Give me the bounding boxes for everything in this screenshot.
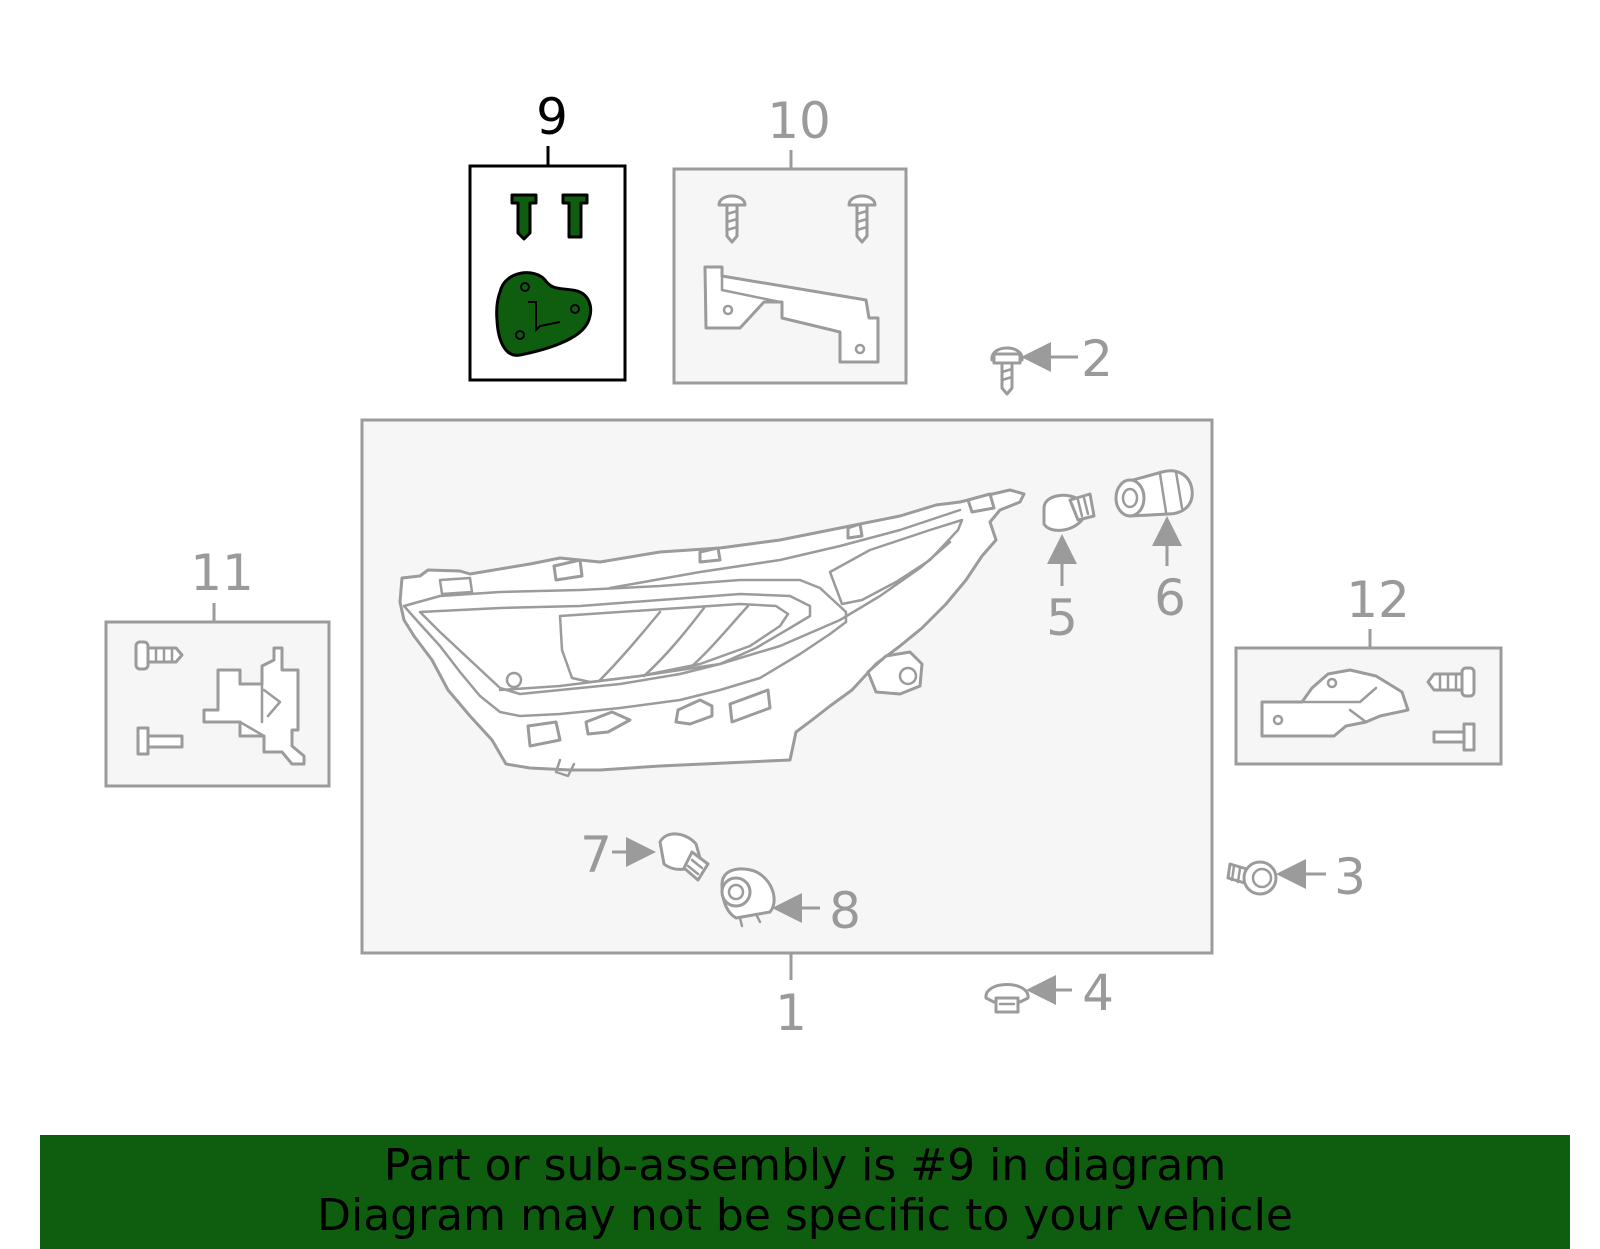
bolt-icon: [984, 983, 1030, 1014]
callout-7[interactable]: 7: [580, 826, 612, 884]
callout-3[interactable]: 3: [1334, 848, 1366, 906]
screw-icon: [990, 346, 1024, 396]
banner-line-2: Diagram may not be specific to your vehi…: [317, 1190, 1293, 1241]
part-3-group[interactable]: 3: [1226, 848, 1366, 906]
screw-icon: [717, 194, 747, 244]
part-10-group[interactable]: 10: [672, 92, 908, 385]
bulb-icon: [658, 832, 710, 882]
bolt-hole-icon: [520, 282, 530, 292]
clip-icon: [510, 193, 538, 241]
bulb-icon: [1042, 492, 1096, 532]
callout-9[interactable]: 9: [536, 88, 568, 146]
bulb-socket-icon: [1114, 469, 1194, 518]
part-9-box[interactable]: [468, 164, 627, 382]
part-11-group[interactable]: 11: [104, 544, 331, 788]
clip-icon: [561, 193, 589, 239]
bulb-socket-icon: [720, 867, 776, 928]
callout-2[interactable]: 2: [1081, 330, 1113, 388]
callout-5[interactable]: 5: [1046, 589, 1078, 647]
callout-10[interactable]: 10: [767, 92, 831, 150]
bracket-icon: [703, 265, 880, 364]
callout-12[interactable]: 12: [1346, 571, 1410, 629]
info-banner: Part or sub-assembly is #9 in diagram Di…: [40, 1135, 1570, 1249]
part-5-group[interactable]: 5: [1042, 492, 1096, 647]
callout-1[interactable]: 1: [775, 984, 807, 1042]
bracket-detail-icon: [528, 301, 561, 333]
part-9-group[interactable]: 9: [468, 88, 627, 382]
part-2-group[interactable]: 2: [990, 330, 1113, 396]
bolt-icon: [134, 640, 184, 671]
part-7-group[interactable]: 7: [580, 826, 710, 884]
bolt-icon: [1432, 722, 1476, 752]
bolt-icon: [1426, 666, 1476, 698]
part-4-group[interactable]: 4: [984, 964, 1114, 1022]
callout-4[interactable]: 4: [1082, 964, 1114, 1022]
callout-8[interactable]: 8: [829, 882, 861, 940]
bolt-icon: [1226, 860, 1278, 896]
screw-icon: [847, 194, 877, 244]
callout-11[interactable]: 11: [190, 544, 254, 602]
bracket-plate-icon: [495, 271, 593, 357]
callout-6[interactable]: 6: [1154, 569, 1186, 627]
headlamp-assembly-icon: [398, 488, 1026, 778]
part-8-group[interactable]: 8: [720, 867, 861, 940]
part-12-group[interactable]: 12: [1234, 571, 1503, 766]
bolt-icon: [136, 726, 184, 756]
part-1-group[interactable]: 1: [360, 418, 1214, 1042]
part-6-group[interactable]: 6: [1114, 469, 1194, 627]
bolt-hole-icon: [570, 304, 580, 314]
banner-line-1: Part or sub-assembly is #9 in diagram: [383, 1140, 1227, 1191]
bolt-hole-icon: [515, 330, 525, 340]
